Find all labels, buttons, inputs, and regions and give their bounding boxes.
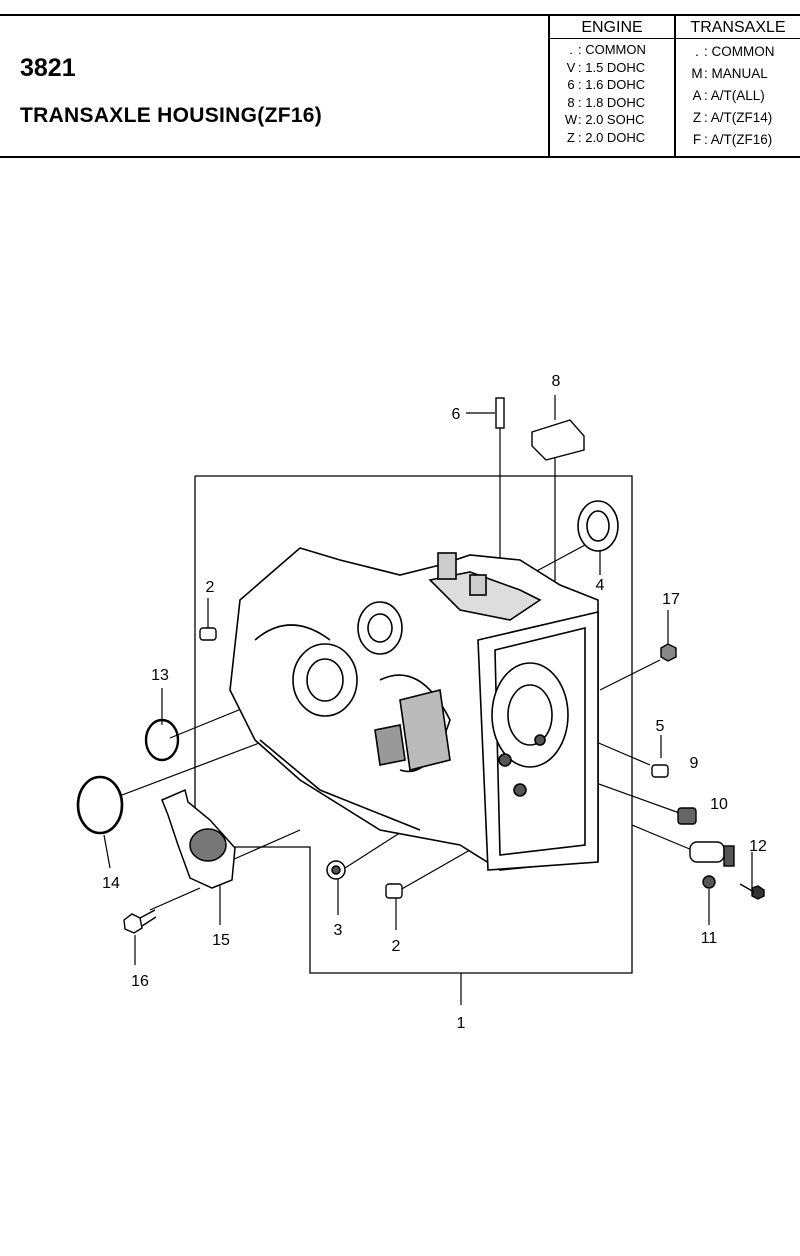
callout-9: 9 xyxy=(690,755,699,772)
part-9-sleeve xyxy=(677,807,697,825)
callout-12: 12 xyxy=(749,838,767,855)
leader-lines xyxy=(103,395,753,1005)
legend-key: . xyxy=(569,42,573,57)
transaxle-housing xyxy=(229,547,599,871)
legend-key: 8 xyxy=(567,94,575,110)
part-15-switch xyxy=(161,788,236,889)
callout-14: 14 xyxy=(102,875,120,892)
legend-desc: : A/T(ALL) xyxy=(704,88,765,103)
page-title: TRANSAXLE HOUSING(ZF16) xyxy=(20,104,323,127)
part-12-bolt xyxy=(739,883,765,900)
callout-15: 15 xyxy=(212,932,230,949)
engine-legend-heading: ENGINE xyxy=(550,16,674,39)
callout-1: 1 xyxy=(457,1015,466,1032)
part-5-pin xyxy=(651,764,669,778)
engine-legend-item: W: 2.0 SOHC xyxy=(550,111,674,129)
transaxle-legend: TRANSAXLE . : COMMON M: MANUAL A: A/T(ALL… xyxy=(674,16,800,156)
callout-2-top: 2 xyxy=(206,579,215,596)
legend-key: Z xyxy=(692,110,702,125)
engine-legend-item: . : COMMON xyxy=(550,41,674,59)
callout-8: 8 xyxy=(552,373,561,390)
header: 3821 TRANSAXLE HOUSING(ZF16) ENGINE . : C… xyxy=(0,14,800,158)
legend-desc: : 2.0 DOHC xyxy=(578,129,646,145)
callout-3: 3 xyxy=(334,922,343,939)
callout-16: 16 xyxy=(131,973,149,990)
engine-legend-item: 8: 1.8 DOHC xyxy=(550,94,674,112)
legend-key: M xyxy=(691,66,703,81)
transaxle-legend-item: . : COMMON xyxy=(676,41,800,63)
legend-desc: : 1.5 DOHC xyxy=(578,59,646,75)
part-13-oring xyxy=(144,718,180,762)
engine-legend-item: V: 1.5 DOHC xyxy=(550,59,674,77)
part-11-washer xyxy=(702,875,716,889)
engine-legend: ENGINE . : COMMON V: 1.5 DOHC 6: 1.6 DOHC… xyxy=(548,16,674,156)
part-16-bolt xyxy=(123,909,157,934)
legend-key: . xyxy=(695,44,699,59)
callout-4: 4 xyxy=(596,577,605,594)
part-2-dowel-top xyxy=(199,627,217,641)
engine-legend-item: Z: 2.0 DOHC xyxy=(550,129,674,147)
part-6-dowel xyxy=(495,397,505,429)
part-3-plug xyxy=(326,860,346,880)
transaxle-legend-heading: TRANSAXLE xyxy=(676,16,800,39)
part-4-seal xyxy=(577,500,619,552)
callout-17: 17 xyxy=(662,591,680,608)
part-14-oring xyxy=(76,775,124,835)
legend-key: W xyxy=(564,112,578,128)
callout-6: 6 xyxy=(452,406,461,423)
part-10-sensor xyxy=(689,841,735,867)
part-8-plate xyxy=(531,419,585,461)
callout-13: 13 xyxy=(151,667,169,684)
legend-key: A xyxy=(692,88,702,103)
legend-desc: : A/T(ZF16) xyxy=(704,132,773,147)
legend-desc: : A/T(ZF14) xyxy=(704,110,773,125)
legend-desc: : 1.6 DOHC xyxy=(578,77,646,93)
callout-10: 10 xyxy=(710,796,728,813)
part-17-nut xyxy=(660,643,677,662)
legend-key: F xyxy=(692,132,702,147)
legend-desc: : 2.0 SOHC xyxy=(578,112,645,128)
transaxle-legend-item: F: A/T(ZF16) xyxy=(676,129,800,151)
part-2-dowel-bottom xyxy=(385,883,403,899)
engine-legend-item: 6: 1.6 DOHC xyxy=(550,76,674,94)
transaxle-legend-item: Z: A/T(ZF14) xyxy=(676,107,800,129)
legend-key: Z xyxy=(567,129,575,145)
legend-desc: : 1.8 DOHC xyxy=(578,94,646,110)
legend-desc: : MANUAL xyxy=(704,66,768,81)
callout-5: 5 xyxy=(656,718,665,735)
catalog-code: 3821 xyxy=(20,54,76,82)
legend-desc: : COMMON xyxy=(704,44,775,59)
callout-2-bottom: 2 xyxy=(392,938,401,955)
callout-labels: 1 2 2 3 4 5 6 8 9 10 11 12 13 14 15 16 1… xyxy=(102,373,767,1032)
legend-desc: : COMMON xyxy=(578,42,646,57)
transaxle-legend-item: A: A/T(ALL) xyxy=(676,85,800,107)
callout-11: 11 xyxy=(701,930,718,947)
legend-key: 6 xyxy=(567,77,575,93)
legend-key: V xyxy=(566,59,576,75)
transaxle-legend-item: M: MANUAL xyxy=(676,63,800,85)
